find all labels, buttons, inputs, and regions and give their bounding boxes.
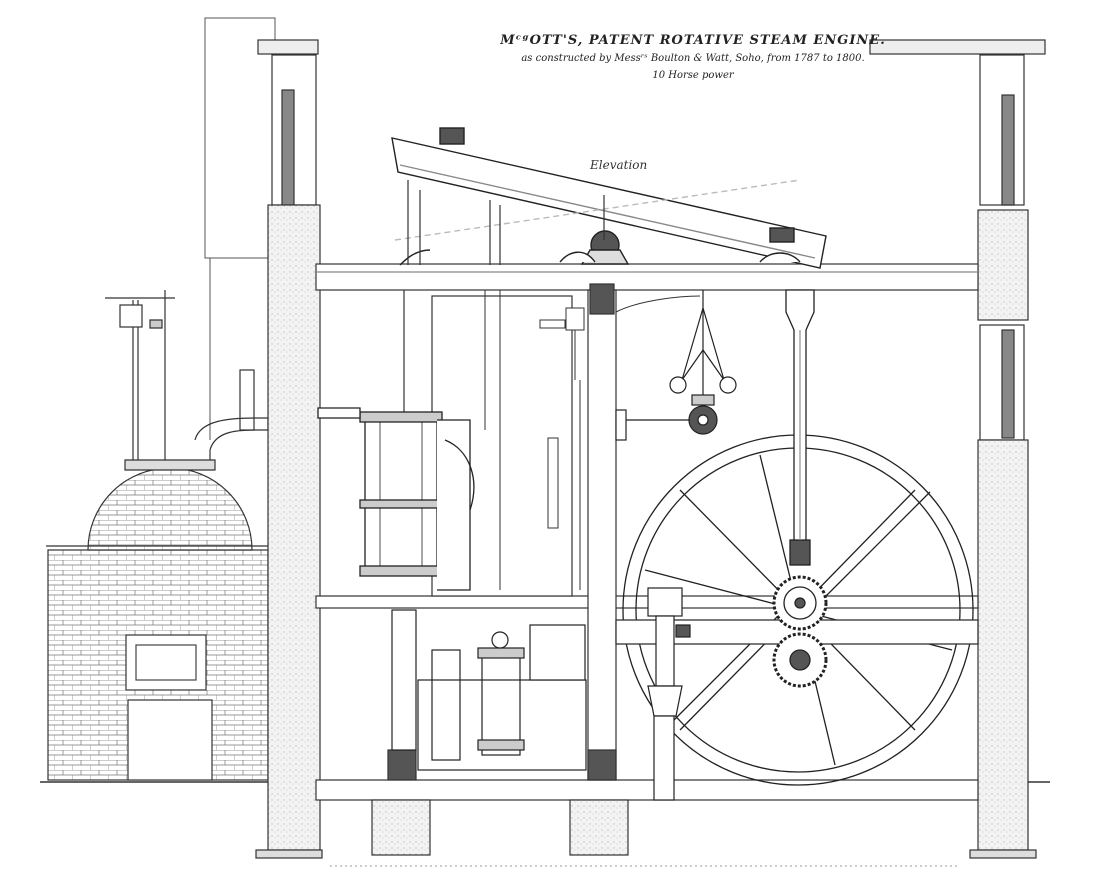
left-pillar: [255, 39, 323, 859]
drawing-title: MᶜᵍOTT'S, PATENT ROTATIVE STEAM ENGINE.: [500, 33, 886, 48]
centrifugal-governor: [615, 290, 737, 441]
right-pillar: [869, 39, 1046, 859]
boiler-furnace: [46, 467, 270, 781]
steam-cylinder: [317, 407, 475, 591]
drawing-power-note: 10 Horse power: [652, 70, 734, 81]
view-label: Elevation: [590, 158, 648, 172]
working-beam: [391, 127, 827, 269]
boiler-feed-apparatus: [105, 290, 269, 471]
valve-gear: [484, 290, 701, 590]
pump-column: [647, 587, 691, 801]
sun-and-planet-gear: [772, 575, 828, 688]
parallel-motion: [403, 180, 605, 420]
connecting-rod: [785, 289, 815, 566]
condenser-air-pump: [391, 609, 587, 771]
drawing-subtitle: as constructed by Messʳˢ Boulton & Watt,…: [521, 53, 865, 64]
